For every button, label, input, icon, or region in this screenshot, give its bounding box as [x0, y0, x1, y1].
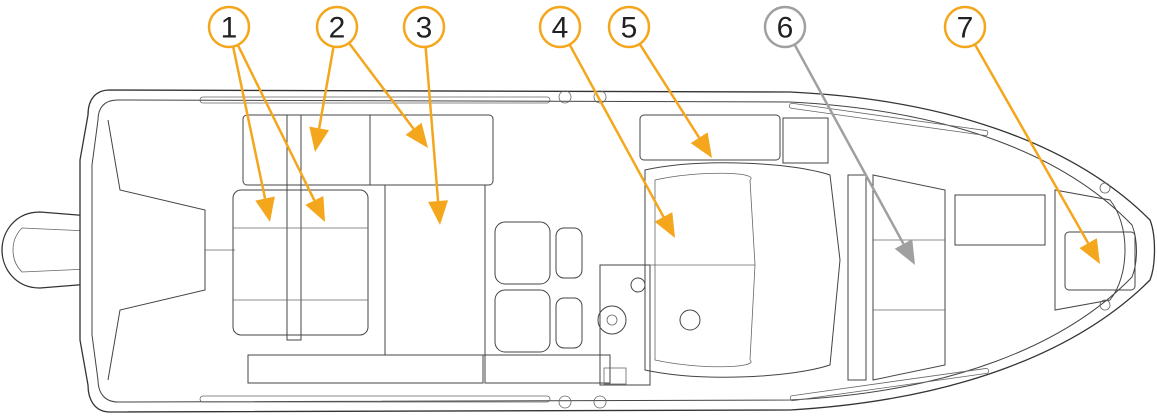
leader-line	[231, 46, 267, 199]
arrow-head-icon	[309, 126, 330, 152]
callout-number: 1	[221, 12, 238, 45]
callout-number: 3	[416, 12, 433, 45]
hull-outline	[79, 89, 1156, 413]
callout-4: 4	[538, 5, 675, 238]
callout-circle	[538, 5, 582, 49]
leader-line	[638, 43, 701, 139]
leader-line	[424, 46, 440, 202]
callout-1: 1	[207, 5, 325, 222]
arrow-head-icon	[255, 196, 275, 222]
callout-number: 4	[552, 12, 569, 45]
arrow-head-icon	[654, 212, 675, 238]
arrow-head-icon	[1079, 238, 1100, 264]
callout-3: 3	[402, 5, 449, 225]
leader-line	[317, 46, 335, 129]
callout-6: 6	[763, 5, 915, 265]
callout-number: 7	[957, 12, 974, 45]
callout-5: 5	[607, 5, 712, 158]
callout-number: 2	[329, 12, 346, 45]
leader-line	[568, 43, 665, 218]
callout-number: 5	[621, 12, 638, 45]
callout-2: 2	[309, 5, 428, 152]
boat-drawing	[1, 89, 1156, 413]
arrow-head-icon	[405, 122, 428, 148]
arrow-head-icon	[305, 196, 325, 222]
callout-circle	[943, 5, 987, 49]
callout-7: 7	[943, 5, 1100, 264]
arrow-head-icon	[894, 239, 915, 265]
arrow-head-icon	[428, 200, 449, 225]
callout-circle	[315, 5, 359, 49]
leader-line	[793, 43, 905, 245]
leader-line	[973, 43, 1090, 244]
callout-number: 6	[777, 12, 794, 45]
callout-circle	[207, 5, 251, 49]
callout-circle	[763, 5, 807, 49]
callout-layer: 1 2 3 4 5 6 7	[207, 5, 1100, 265]
callout-circle	[607, 5, 651, 49]
leader-line	[348, 42, 415, 130]
callout-circle	[402, 5, 446, 49]
arrow-head-icon	[690, 132, 712, 158]
leader-line	[236, 44, 316, 202]
